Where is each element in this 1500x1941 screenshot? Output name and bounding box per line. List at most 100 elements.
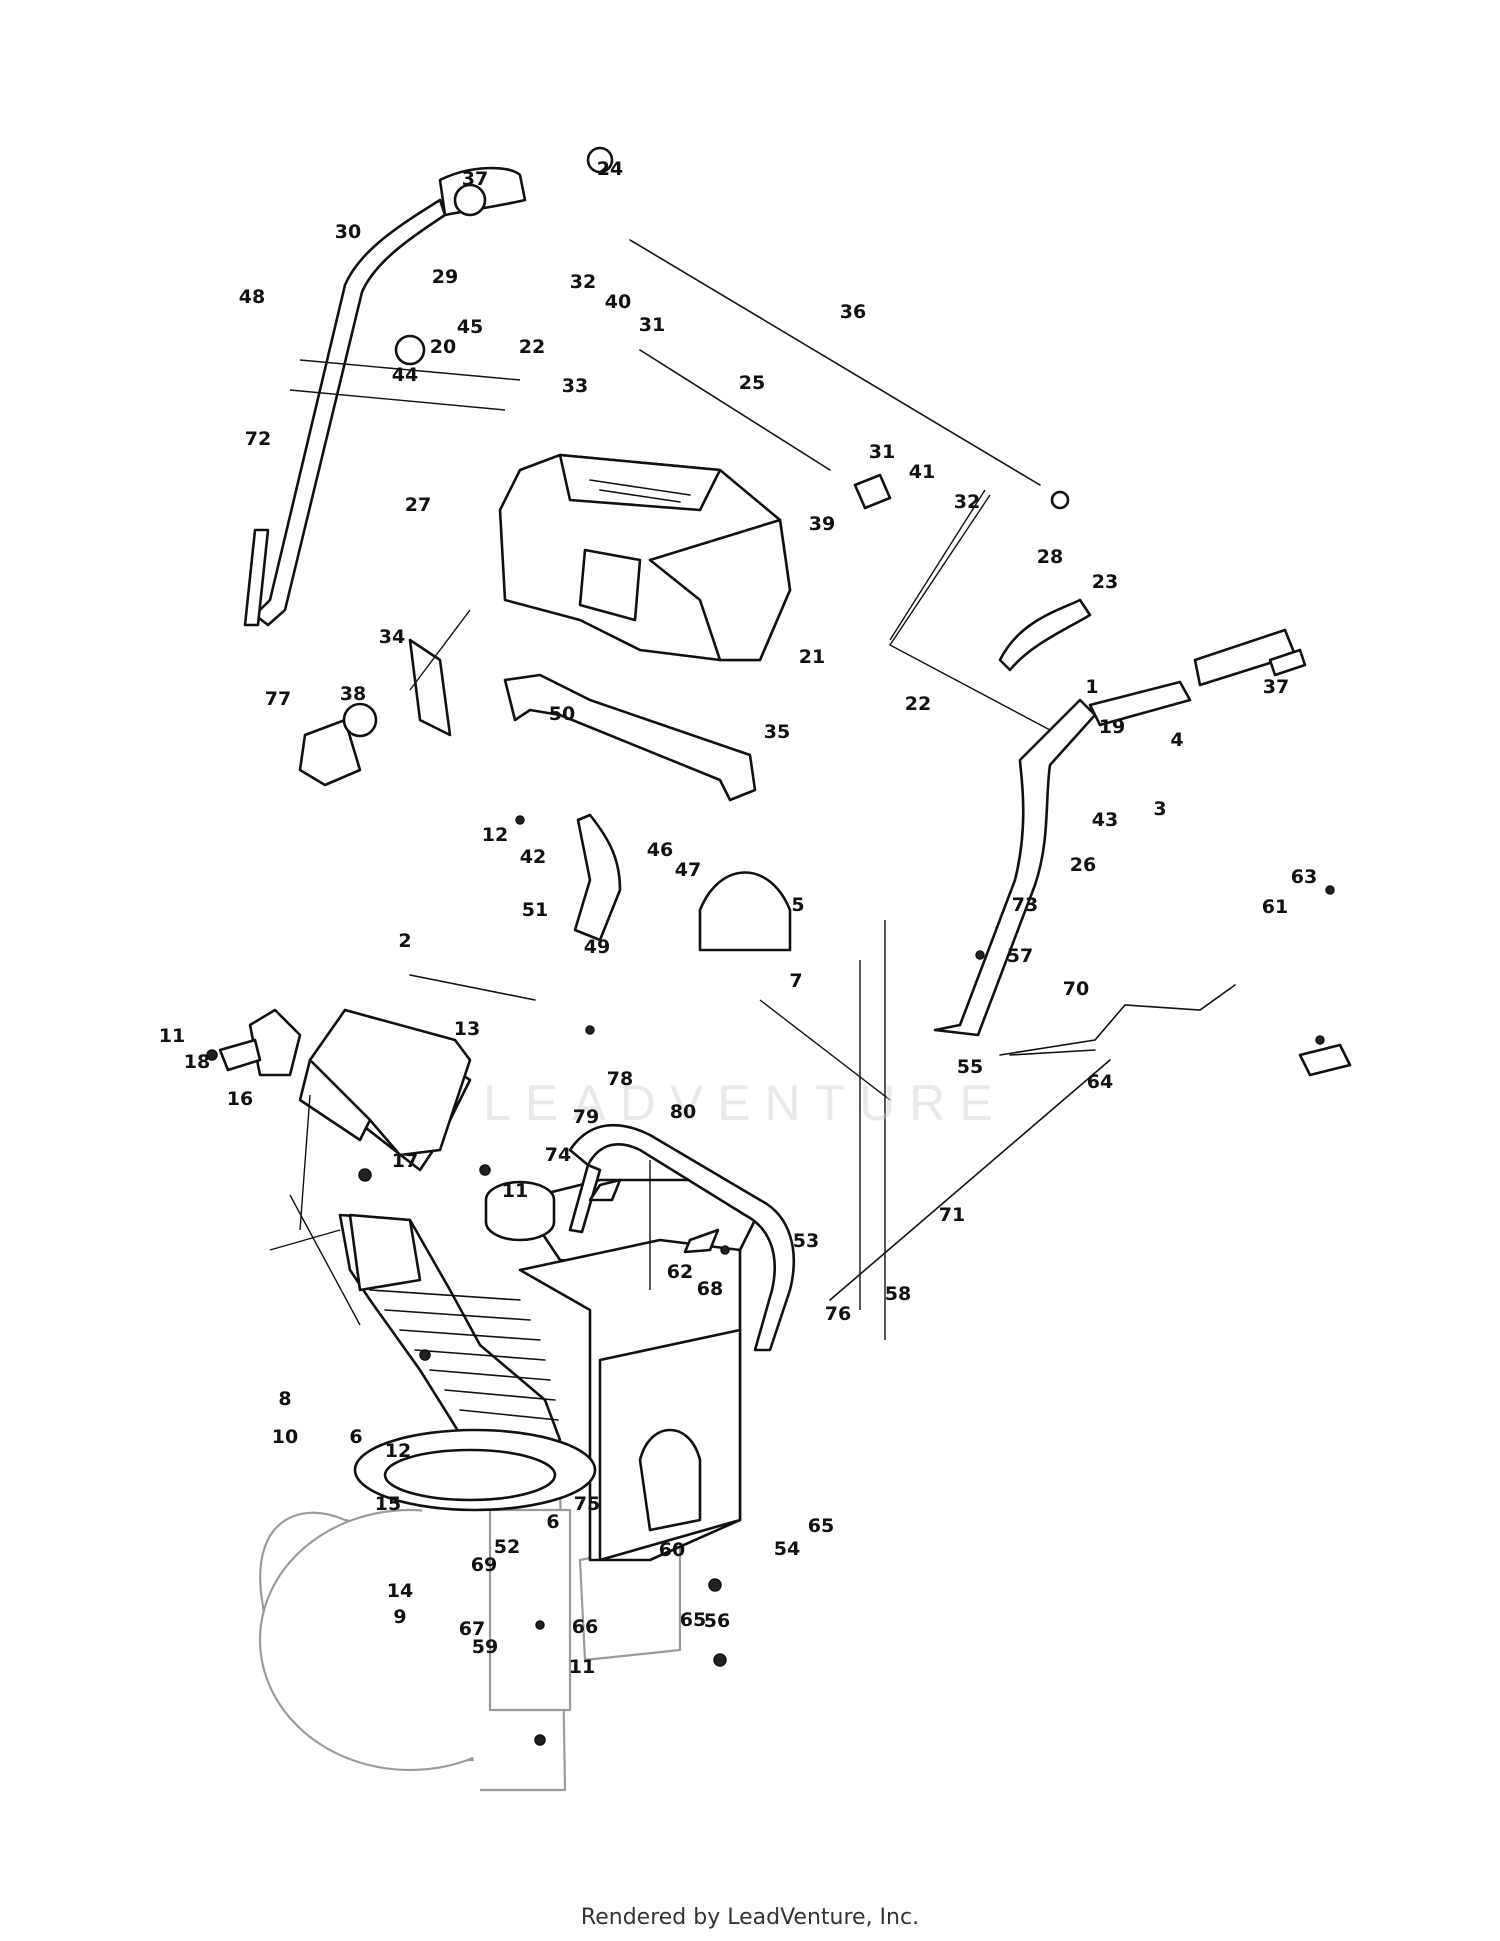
callout-71: 71 bbox=[939, 1204, 965, 1226]
callout-25: 25 bbox=[739, 372, 765, 394]
callout-5: 5 bbox=[791, 894, 804, 916]
callout-60: 60 bbox=[659, 1539, 685, 1561]
callout-54: 54 bbox=[774, 1538, 800, 1560]
callout-65: 65 bbox=[680, 1609, 706, 1631]
callout-4: 4 bbox=[1170, 729, 1183, 751]
callout-6: 6 bbox=[546, 1511, 559, 1533]
callout-6: 6 bbox=[349, 1426, 362, 1448]
callout-11: 11 bbox=[569, 1656, 595, 1678]
callout-72: 72 bbox=[245, 428, 271, 450]
callout-73: 73 bbox=[1012, 894, 1038, 916]
watermark-text: LEADVENTURE bbox=[483, 1075, 1007, 1131]
callout-35: 35 bbox=[764, 721, 790, 743]
callout-75: 75 bbox=[574, 1493, 600, 1515]
callout-49: 49 bbox=[584, 936, 610, 958]
callout-40: 40 bbox=[605, 291, 631, 313]
callout-22: 22 bbox=[905, 693, 931, 715]
callout-47: 47 bbox=[675, 859, 701, 881]
callout-44: 44 bbox=[392, 364, 418, 386]
handle-loop bbox=[568, 1123, 796, 1352]
brackets bbox=[218, 146, 1352, 1077]
callout-12: 12 bbox=[482, 824, 508, 846]
callout-30: 30 bbox=[335, 221, 361, 243]
callout-24: 24 bbox=[597, 158, 623, 180]
dash-panel bbox=[498, 453, 792, 662]
callout-20: 20 bbox=[430, 336, 456, 358]
callout-37: 37 bbox=[1263, 676, 1289, 698]
callout-2: 2 bbox=[398, 930, 411, 952]
callout-38: 38 bbox=[340, 683, 366, 705]
callout-48: 48 bbox=[239, 286, 265, 308]
callout-39: 39 bbox=[809, 513, 835, 535]
callout-19: 19 bbox=[1099, 716, 1125, 738]
callout-11: 11 bbox=[502, 1180, 528, 1202]
callout-55: 55 bbox=[957, 1056, 983, 1078]
callout-62: 62 bbox=[667, 1261, 693, 1283]
hardware bbox=[206, 815, 1335, 1746]
footer-credit: Rendered by LeadVenture, Inc. bbox=[580, 1905, 920, 1930]
callout-79: 79 bbox=[573, 1106, 599, 1128]
callout-36: 36 bbox=[840, 301, 866, 323]
callout-57: 57 bbox=[1007, 945, 1033, 967]
callout-34: 34 bbox=[379, 626, 405, 648]
engine bbox=[484, 1178, 762, 1562]
callout-22: 22 bbox=[519, 336, 545, 358]
callout-68: 68 bbox=[697, 1278, 723, 1300]
callout-23: 23 bbox=[1092, 571, 1118, 593]
callout-76: 76 bbox=[825, 1303, 851, 1325]
callout-37: 37 bbox=[462, 168, 488, 190]
callout-11: 11 bbox=[159, 1025, 185, 1047]
callout-27: 27 bbox=[405, 494, 431, 516]
callout-31: 31 bbox=[869, 441, 895, 463]
auger-housing bbox=[258, 1478, 682, 1792]
callout-1: 1 bbox=[1085, 676, 1098, 698]
callout-66: 66 bbox=[572, 1616, 598, 1638]
callout-8: 8 bbox=[278, 1388, 291, 1410]
callout-58: 58 bbox=[885, 1283, 911, 1305]
callout-69: 69 bbox=[471, 1554, 497, 1576]
callout-78: 78 bbox=[607, 1068, 633, 1090]
callout-3: 3 bbox=[1153, 798, 1166, 820]
right-handle bbox=[933, 598, 1297, 1037]
callout-43: 43 bbox=[1092, 809, 1118, 831]
callout-63: 63 bbox=[1291, 866, 1317, 888]
callout-45: 45 bbox=[457, 316, 483, 338]
callout-33: 33 bbox=[562, 375, 588, 397]
callout-52: 52 bbox=[494, 1536, 520, 1558]
callout-29: 29 bbox=[432, 266, 458, 288]
callout-59: 59 bbox=[472, 1636, 498, 1658]
callout-18: 18 bbox=[184, 1051, 210, 1073]
callout-64: 64 bbox=[1087, 1071, 1113, 1093]
callout-32: 32 bbox=[954, 491, 980, 513]
callout-46: 46 bbox=[647, 839, 673, 861]
callout-65: 65 bbox=[808, 1515, 834, 1537]
callout-10: 10 bbox=[272, 1426, 298, 1448]
callout-61: 61 bbox=[1262, 896, 1288, 918]
callout-53: 53 bbox=[793, 1230, 819, 1252]
callout-74: 74 bbox=[545, 1144, 571, 1166]
callout-31: 31 bbox=[639, 314, 665, 336]
left-handle bbox=[243, 166, 527, 627]
callout-28: 28 bbox=[1037, 546, 1063, 568]
callout-16: 16 bbox=[227, 1088, 253, 1110]
callout-70: 70 bbox=[1063, 978, 1089, 1000]
callout-42: 42 bbox=[520, 846, 546, 868]
callout-7: 7 bbox=[789, 970, 802, 992]
callout-12: 12 bbox=[385, 1440, 411, 1462]
callout-67: 67 bbox=[459, 1618, 485, 1640]
callout-32: 32 bbox=[570, 271, 596, 293]
rods bbox=[409, 239, 1236, 1301]
callout-9: 9 bbox=[393, 1606, 406, 1628]
callout-13: 13 bbox=[454, 1018, 480, 1040]
callout-50: 50 bbox=[549, 703, 575, 725]
callout-15: 15 bbox=[375, 1493, 401, 1515]
callout-17: 17 bbox=[392, 1150, 418, 1172]
callout-41: 41 bbox=[909, 461, 935, 483]
callout-56: 56 bbox=[704, 1610, 730, 1632]
callout-80: 80 bbox=[670, 1101, 696, 1123]
reference-lines bbox=[269, 359, 1051, 1340]
callout-26: 26 bbox=[1070, 854, 1096, 876]
chute-deflector bbox=[298, 1008, 472, 1157]
callout-77: 77 bbox=[265, 688, 291, 710]
